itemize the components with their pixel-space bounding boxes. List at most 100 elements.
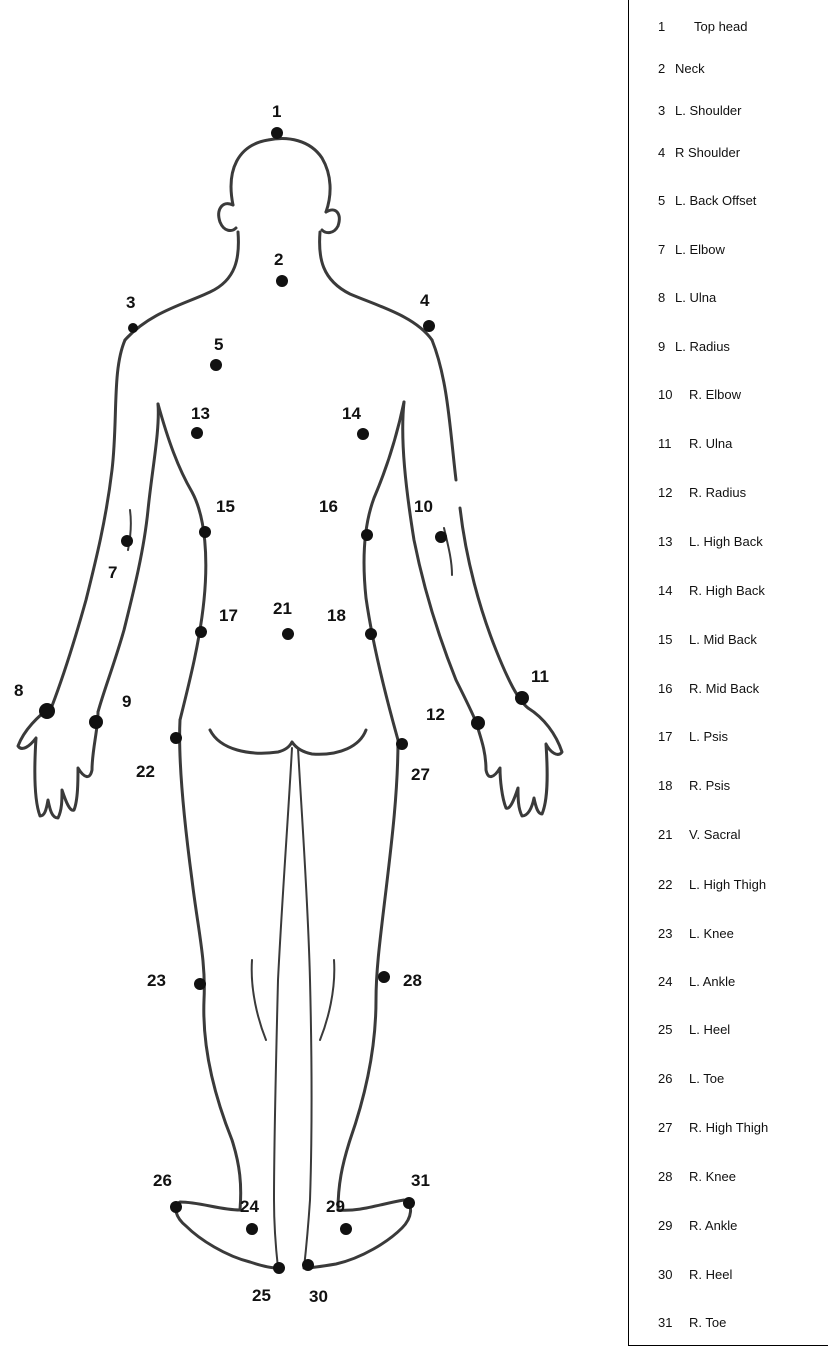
legend-number: 23 [658,926,689,941]
legend-number: 5 [658,193,675,208]
marker-number-22: 22 [136,762,155,781]
marker-number-11: 11 [531,667,549,686]
legend-number: 26 [658,1071,689,1086]
marker-number-18: 18 [327,606,346,625]
marker-number-5: 5 [214,335,223,354]
marker-dot-16 [361,529,373,541]
legend-number: 27 [658,1120,689,1135]
marker-number-29: 29 [326,1197,345,1216]
legend-label: L. Mid Back [689,632,757,647]
legend-number: 3 [658,103,675,118]
marker-dot-22 [170,732,182,744]
marker-dot-13 [191,427,203,439]
legend-number: 28 [658,1169,689,1184]
legend-number: 9 [658,339,675,354]
legend-label: L. Back Offset [675,193,756,208]
marker-dot-2 [276,275,288,287]
legend-number: 11 [658,436,689,451]
marker-number-28: 28 [403,971,422,990]
legend-number: 8 [658,290,675,305]
marker-dot-25 [273,1262,285,1274]
marker-dot-23 [194,978,206,990]
legend-item: 22L. High Thigh [658,877,766,892]
legend-item: 17L. Psis [658,729,728,744]
legend-label: R. Knee [689,1169,736,1184]
marker-dot-18 [365,628,377,640]
legend-number: 15 [658,632,689,647]
legend-number: 16 [658,681,689,696]
legend-number: 14 [658,583,689,598]
legend-number: 1 [658,19,694,34]
marker-number-9: 9 [122,692,131,711]
marker-number-26: 26 [153,1171,172,1190]
legend-label: L. Radius [675,339,730,354]
marker-number-16: 16 [319,497,338,516]
marker-number-12: 12 [426,705,445,724]
legend-number: 30 [658,1267,689,1282]
marker-dot-17 [195,626,207,638]
legend-number: 21 [658,827,689,842]
legend-label: L. Heel [689,1022,730,1037]
marker-dot-3 [128,323,138,333]
legend-number: 7 [658,242,675,257]
marker-dot-24 [246,1223,258,1235]
legend-label: L. Elbow [675,242,725,257]
legend-label: V. Sacral [689,827,741,842]
legend-number: 29 [658,1218,689,1233]
marker-number-21: 21 [273,599,292,618]
legend-number: 4 [658,145,675,160]
marker-number-10: 10 [414,497,433,516]
legend-number: 31 [658,1315,689,1330]
marker-number-24: 24 [240,1197,259,1216]
legend-number: 24 [658,974,689,989]
legend-label: R. Elbow [689,387,741,402]
body-outline [18,139,562,1268]
marker-number-15: 15 [216,497,235,516]
marker-number-14: 14 [342,404,361,423]
marker-number-4: 4 [420,291,430,310]
marker-dot-7 [121,535,133,547]
marker-number-7: 7 [108,563,117,582]
legend-label: R. Ankle [689,1218,737,1233]
marker-dot-30 [302,1259,314,1271]
legend-label: L. High Back [689,534,763,549]
marker-number-2: 2 [274,250,283,269]
legend-label: R. Toe [689,1315,726,1330]
legend-item: 10R. Elbow [658,387,741,402]
marker-dot-12 [471,716,485,730]
legend-number: 12 [658,485,689,500]
marker-dot-4 [423,320,435,332]
legend-label: L. Psis [689,729,728,744]
marker-number-8: 8 [14,681,23,700]
legend-label: Neck [675,61,705,76]
marker-dot-8 [39,703,55,719]
marker-dot-10 [435,531,447,543]
legend-label: R Shoulder [675,145,740,160]
marker-dot-14 [357,428,369,440]
marker-dot-29 [340,1223,352,1235]
legend-label: L. High Thigh [689,877,766,892]
legend-number: 25 [658,1022,689,1037]
legend-number: 13 [658,534,689,549]
